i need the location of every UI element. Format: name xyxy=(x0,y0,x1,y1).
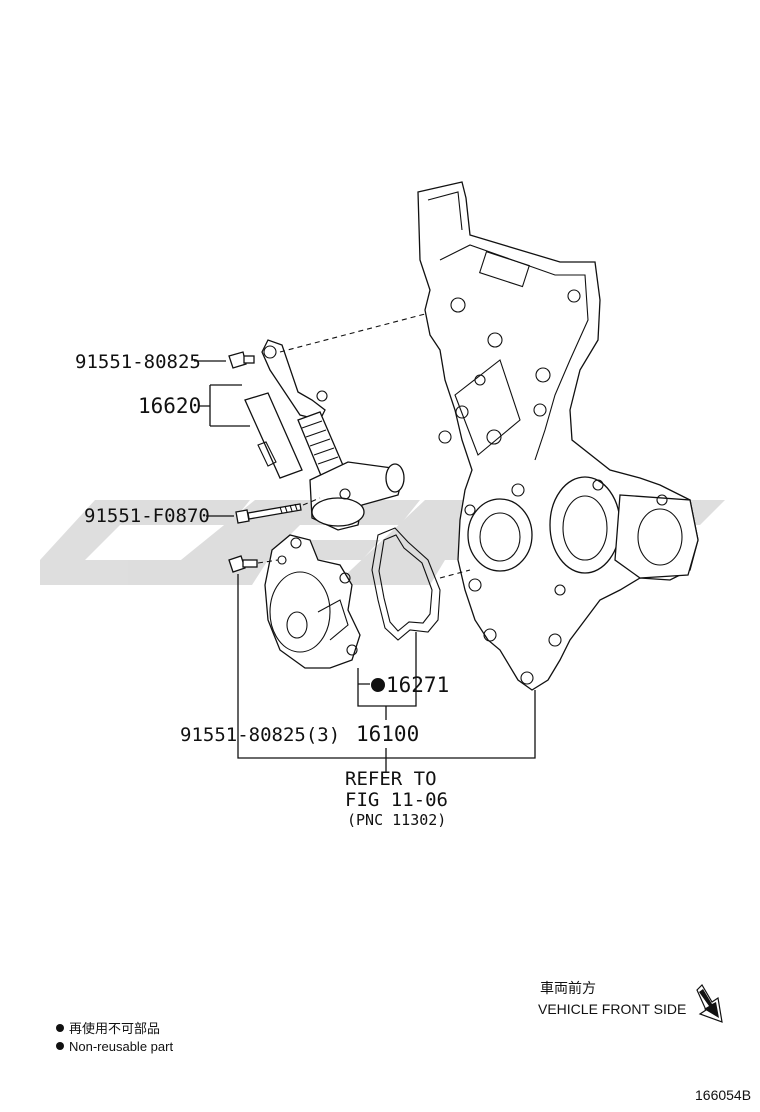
bolt-91551-80825-drawing xyxy=(228,351,255,369)
legend-bullet-2 xyxy=(56,1042,64,1050)
callout-gasket: 16271 xyxy=(386,673,449,697)
callout-bolt-long: 91551-F0870 xyxy=(84,505,210,527)
legend-text-jp: 再使用不可部品 xyxy=(69,1021,160,1036)
refer-line-2: FIG 11-06 xyxy=(345,789,448,811)
leader-pump xyxy=(357,668,387,720)
alignment-line-1 xyxy=(279,313,426,353)
direction-label-en: VEHICLE FRONT SIDE xyxy=(538,1001,686,1017)
front-arrow-icon xyxy=(696,984,723,1023)
bolt-pump-drawing xyxy=(228,555,258,573)
figure-id: 166054B xyxy=(695,1087,751,1103)
refer-line-1: REFER TO xyxy=(345,768,437,790)
callout-bolt-pump: 91551-80825(3) xyxy=(180,724,340,746)
leader-gasket xyxy=(357,632,417,707)
water-pump-drawing xyxy=(264,534,361,669)
timing-cover-drawing xyxy=(417,181,699,691)
callout-tensioner: 16620 xyxy=(138,394,201,418)
alignment-line-2 xyxy=(302,497,321,506)
legend-bullet-1 xyxy=(56,1024,64,1032)
callout-bolt-top: 91551-80825 xyxy=(75,351,201,373)
gasket-drawing xyxy=(371,527,441,641)
direction-label-jp: 車両前方 xyxy=(540,980,596,996)
leader-tensioner xyxy=(198,384,250,427)
callout-water-pump: 16100 xyxy=(356,722,419,746)
alignment-line-3 xyxy=(257,559,279,564)
non-reusable-marker xyxy=(371,678,385,692)
refer-line-3: (PNC 11302) xyxy=(347,811,446,829)
bolt-91551-F0870-drawing xyxy=(235,503,302,524)
legend-text-en: Non-reusable part xyxy=(69,1039,173,1054)
tensioner-drawing xyxy=(244,339,405,531)
